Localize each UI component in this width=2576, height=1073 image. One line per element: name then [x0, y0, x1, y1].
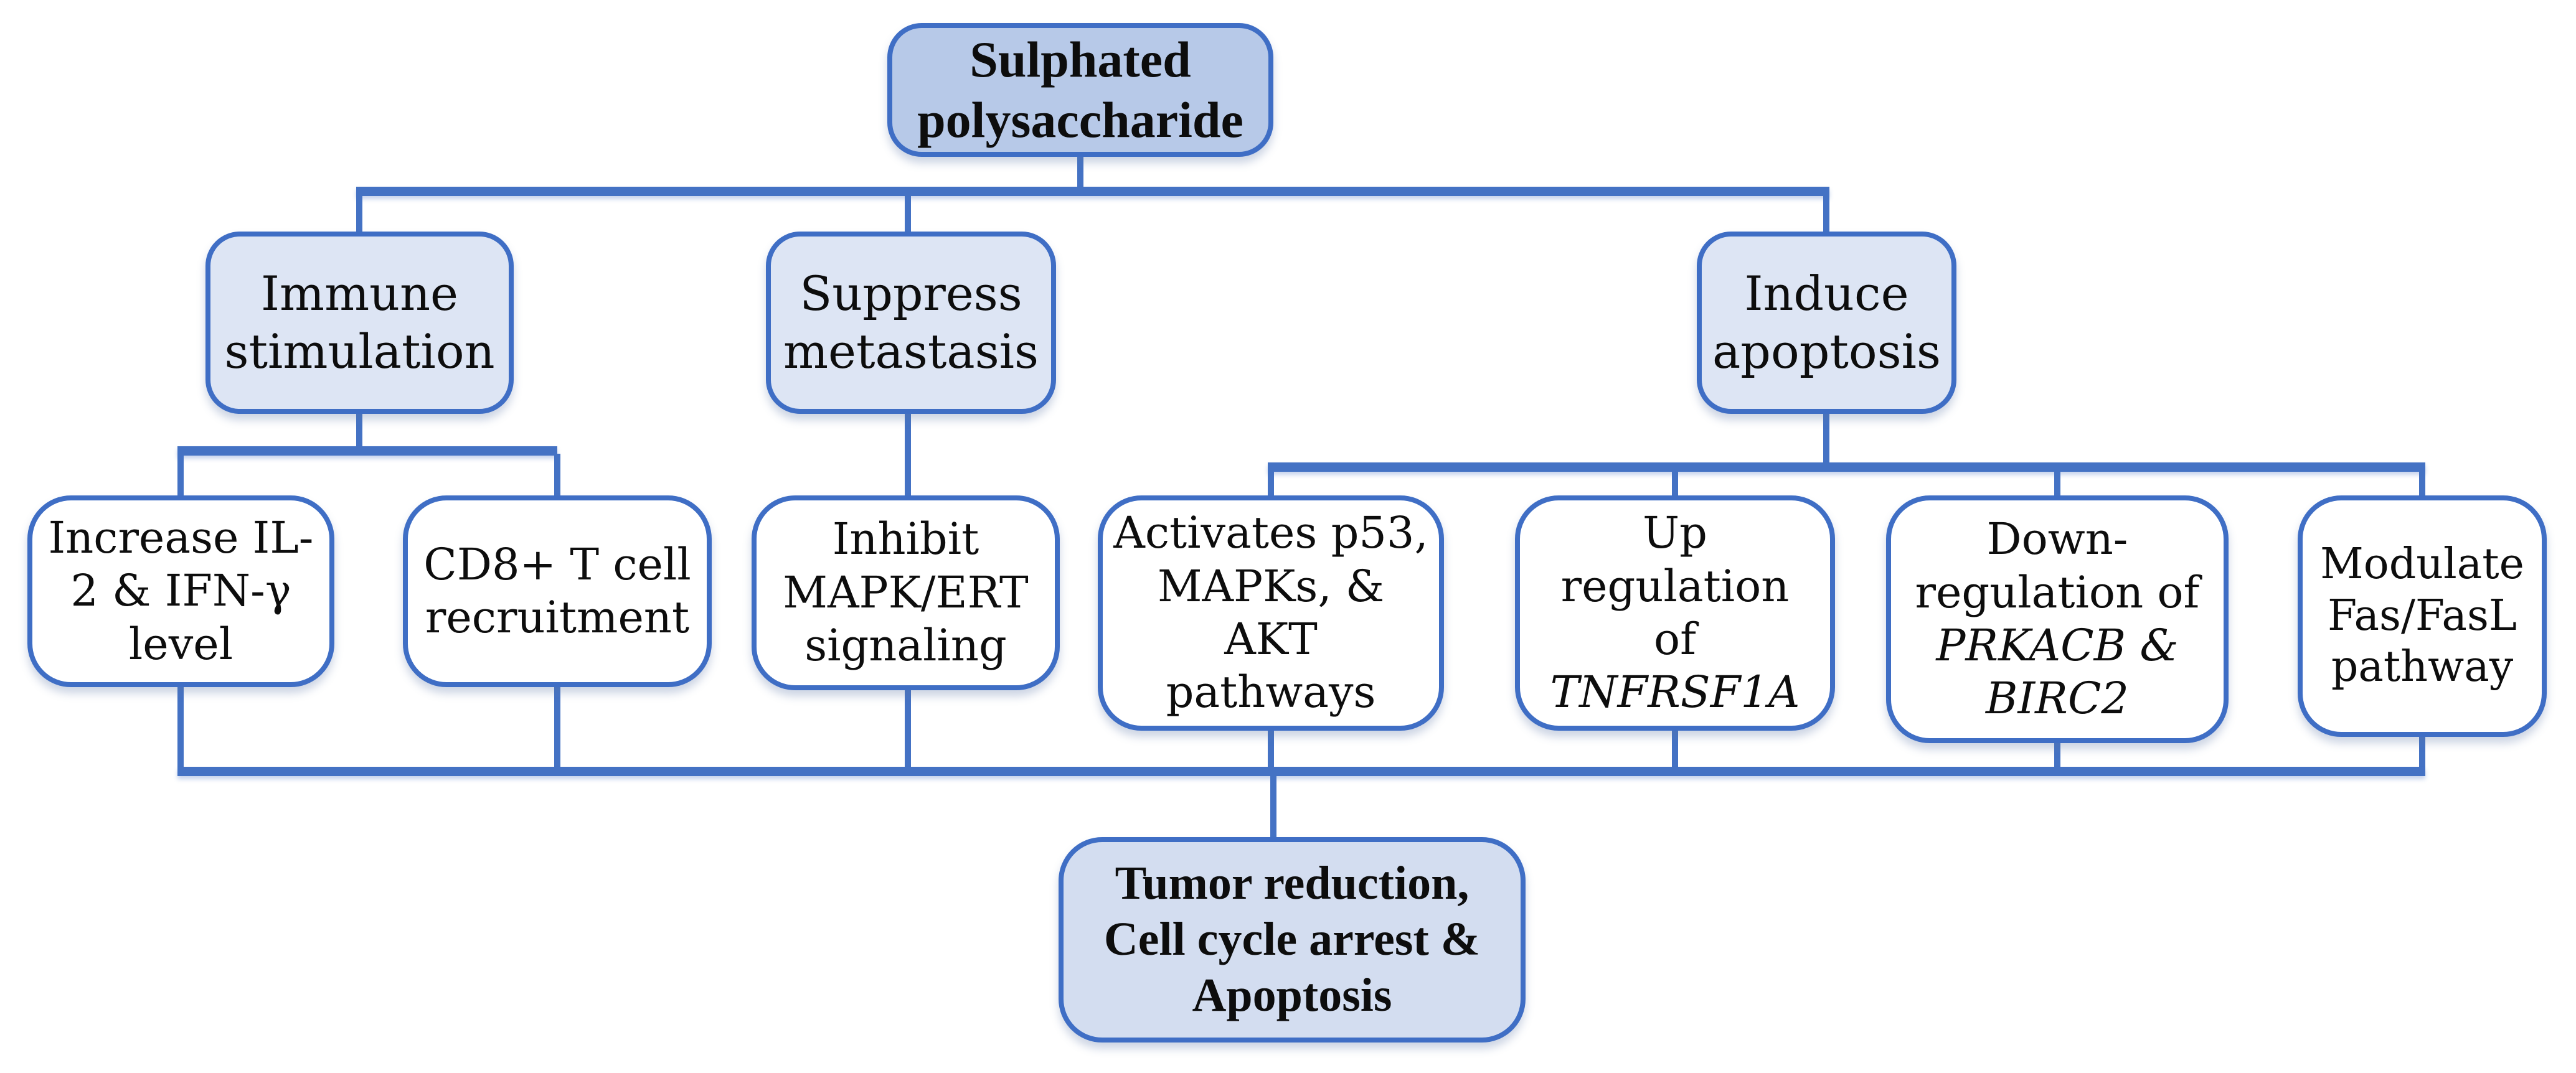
connector-cd8-up: [554, 454, 560, 497]
node-label-line: metastasis: [783, 323, 1039, 379]
connector-il2-down: [177, 686, 184, 769]
node-label-line: pathway: [2331, 642, 2514, 692]
node-label-line: Induce: [1744, 265, 1909, 321]
connector-induce-up: [1823, 195, 1829, 233]
connector-suppress-up: [905, 195, 911, 233]
node-label-line: stimulation: [224, 323, 495, 379]
node-label-line: TNFRSF1A: [1550, 667, 1800, 718]
node-tumor-reduction-result: Tumor reduction,Cell cycle arrest &Apopt…: [1059, 837, 1526, 1043]
node-label-line: MAPKs, &: [1157, 560, 1385, 612]
node-label-line: Down-: [1986, 513, 2128, 565]
node-label-line: Sulphated: [970, 30, 1191, 88]
connector-root-down: [1077, 156, 1083, 192]
connector-suppress-down: [905, 413, 911, 497]
node-label-line: Immune: [260, 265, 459, 321]
connector-il2-up: [177, 454, 184, 497]
node-label-line: Suppress: [800, 265, 1022, 321]
connector-prk-up: [2054, 470, 2060, 497]
connector-fas-up: [2419, 470, 2425, 497]
connector-mapk-down: [905, 689, 911, 769]
connector-tnf-down: [1672, 729, 1678, 769]
connector-induce-bus: [1268, 462, 2425, 472]
node-label-line: CD8+ T cell: [423, 538, 691, 590]
node-label-line: signaling: [804, 620, 1007, 672]
connector-tnf-up: [1672, 470, 1678, 497]
node-label-line: Cell cycle arrest &: [1103, 913, 1481, 966]
node-label-line: Tumor reduction,: [1115, 857, 1470, 910]
node-label-line: AKT: [1224, 614, 1318, 665]
node-label-line: MAPK/ERT: [783, 566, 1029, 618]
connector-immune-bus: [177, 446, 557, 456]
node-label-line: regulation: [1560, 560, 1790, 612]
node-label-line: regulation of: [1915, 566, 2200, 618]
connector-prk-down: [2054, 742, 2060, 769]
connector-immune-up: [356, 195, 362, 233]
node-label-line: Apoptosis: [1192, 968, 1392, 1021]
node-label-line: pathways: [1166, 667, 1376, 718]
connector-fas-down: [2419, 736, 2425, 769]
node-label-line: Inhibit: [832, 513, 979, 565]
connector-induce-down: [1823, 413, 1829, 466]
node-label-line: recruitment: [425, 592, 690, 643]
node-label-line: PRKACB &: [1936, 620, 2179, 671]
connector-immune-down: [356, 413, 362, 450]
node-label-line: Up: [1643, 507, 1707, 559]
connector-p53-down: [1268, 729, 1274, 769]
node-label-line: level: [128, 618, 234, 670]
node-label-line: of: [1653, 614, 1697, 665]
connector-level2-bus: [356, 187, 1829, 196]
node-label-line: Activates p53,: [1113, 507, 1428, 559]
node-label-line: Modulate: [2320, 539, 2524, 589]
node-label-line: apoptosis: [1712, 323, 1941, 379]
node-label-line: polysaccharide: [917, 91, 1243, 148]
connector-result-bus: [177, 767, 2425, 776]
node-label-line: Fas/FasL: [2327, 591, 2517, 640]
connector-result-down: [1270, 775, 1276, 837]
node-label-line: BIRC2: [1986, 673, 2129, 724]
node-label-line: 2 & IFN-γ: [70, 565, 291, 617]
node-label-line: Increase IL-: [48, 512, 314, 563]
connector-p53-up: [1268, 470, 1274, 497]
connector-cd8-down: [554, 686, 560, 769]
